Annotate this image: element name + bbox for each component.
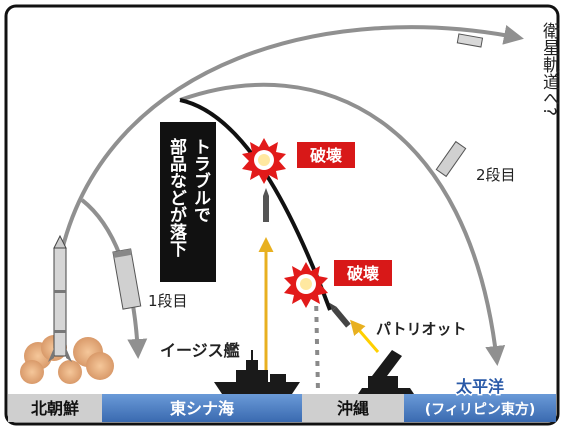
orbit-trajectory — [60, 25, 524, 251]
orbit-label: 衛星軌道へ? — [539, 22, 560, 116]
region-pacific-sub: (フィリピン東方) — [425, 401, 536, 418]
destroy-label-lower: 破壊 — [347, 264, 380, 283]
launch-smoke — [20, 335, 114, 384]
orbit-rocket-icon — [456, 33, 484, 48]
patriot-interceptor-path — [350, 319, 380, 353]
region-okinawa: 沖縄 — [337, 399, 369, 418]
destroy-label-bg-lower — [334, 260, 392, 286]
region-north-korea: 北朝鮮 — [31, 399, 79, 418]
destroy-label-upper: 破壊 — [310, 146, 343, 165]
stage2-trajectory — [179, 82, 506, 366]
region-bar-pacific — [404, 394, 556, 422]
region-east-china-sea: 東シナ海 — [170, 399, 234, 418]
diagram-frame — [4, 4, 560, 426]
trouble-label-col1: トラブルで — [190, 138, 211, 223]
explosion-icon-lower — [284, 262, 328, 308]
debris-fall-dotted — [314, 294, 320, 393]
rocket-icon — [48, 234, 72, 362]
region-bar-okinawa — [302, 394, 404, 422]
patriot-label: パトリオット — [376, 320, 466, 338]
ship-icon — [214, 350, 300, 394]
trouble-label-col2: 部品などが落下 — [166, 137, 187, 258]
stage2-rocket-icon — [435, 140, 467, 178]
region-bar-east-china-sea — [102, 394, 302, 422]
stage1-label: 1段目 — [148, 292, 188, 310]
stage1-rocket-icon — [112, 248, 142, 310]
trouble-label-bg — [160, 122, 216, 282]
explosion-icon-upper — [242, 138, 286, 184]
aegis-missile-icon — [263, 188, 269, 222]
aegis-label: イージス艦 — [160, 341, 240, 360]
destroy-label-bg-upper — [297, 142, 355, 168]
stage2-label: 2段目 — [476, 166, 516, 184]
region-pacific: 太平洋 — [455, 377, 504, 396]
region-bar-north-korea — [8, 394, 102, 422]
patriot-missile-icon — [329, 302, 351, 328]
